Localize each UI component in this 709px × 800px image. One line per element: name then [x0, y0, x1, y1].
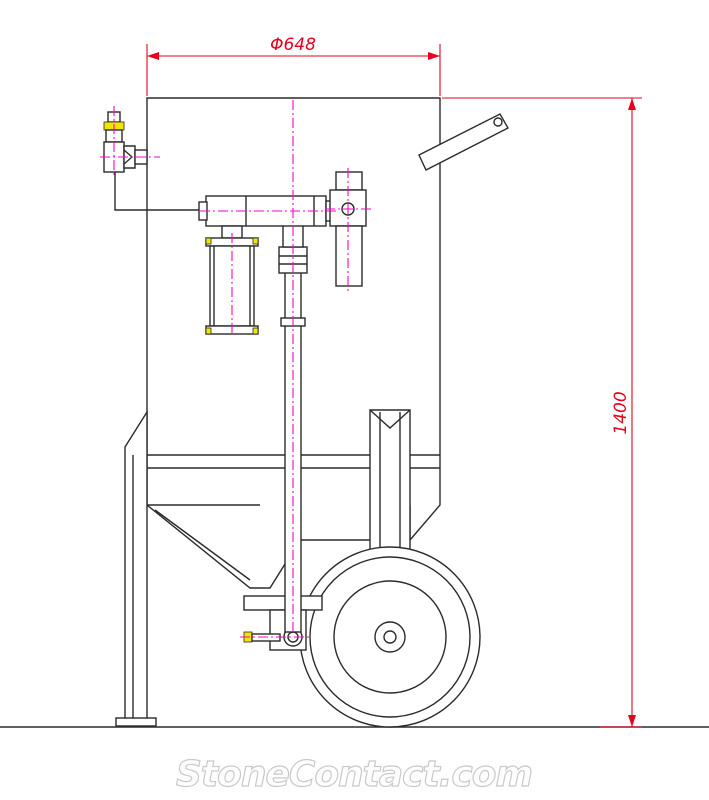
centerlines — [100, 100, 372, 638]
diameter-label: Φ648 — [270, 35, 316, 55]
left-support-leg — [115, 409, 157, 727]
wheel — [299, 546, 481, 728]
height-label: 1400 — [611, 391, 631, 434]
watermark-text: StoneContact.com — [176, 754, 532, 795]
diameter-dimension: Φ648 — [146, 35, 441, 96]
push-handle — [418, 113, 509, 171]
air-regulator — [329, 171, 367, 287]
inlet-valve — [103, 111, 148, 173]
height-dimension: 1400 — [442, 97, 642, 728]
